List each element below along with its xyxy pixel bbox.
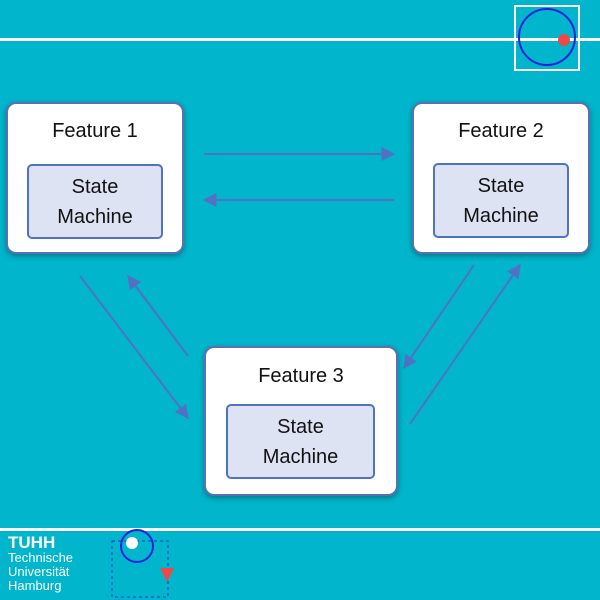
state-machine-label-line1: State xyxy=(71,175,119,198)
bottom-divider-line xyxy=(0,528,600,531)
arrow-f3-to-f2 xyxy=(409,263,521,425)
logo-line-2: Universität xyxy=(8,564,70,579)
state-machine-label-line2: Machine xyxy=(463,204,539,227)
feature-2-state-machine: State Machine xyxy=(433,163,569,238)
progress-marker-icon xyxy=(514,5,580,71)
feature-2-box: Feature 2 State Machine xyxy=(412,102,590,254)
state-machine-label-line2: Machine xyxy=(57,205,133,228)
state-machine-label-line1: State xyxy=(477,174,525,197)
state-machine-label-line2: Machine xyxy=(262,445,339,468)
tuhh-logo: TUHH Technische Universität Hamburg xyxy=(8,534,73,593)
navigation-marker-icon xyxy=(111,529,174,598)
top-divider-line xyxy=(0,38,600,41)
arrow-f1-to-f3 xyxy=(79,275,189,420)
logo-line-1: Technische xyxy=(8,550,74,565)
state-machine-label-line1: State xyxy=(277,415,324,438)
feature-3-title: Feature 3 xyxy=(258,365,344,387)
logo-line-3: Hamburg xyxy=(8,578,62,593)
feature-1-title: Feature 1 xyxy=(52,120,138,142)
feature-1-state-machine: State Machine xyxy=(27,164,163,239)
feature-2-title: Feature 2 xyxy=(458,120,544,142)
arrow-f3-to-f1 xyxy=(127,274,189,357)
feature-3-state-machine: State Machine xyxy=(226,404,375,479)
arrow-f2-to-f3 xyxy=(403,264,475,370)
feature-3-box: Feature 3 State Machine xyxy=(204,346,398,496)
logo-name: TUHH xyxy=(8,533,56,552)
feature-1-box: Feature 1 State Machine xyxy=(6,102,184,254)
